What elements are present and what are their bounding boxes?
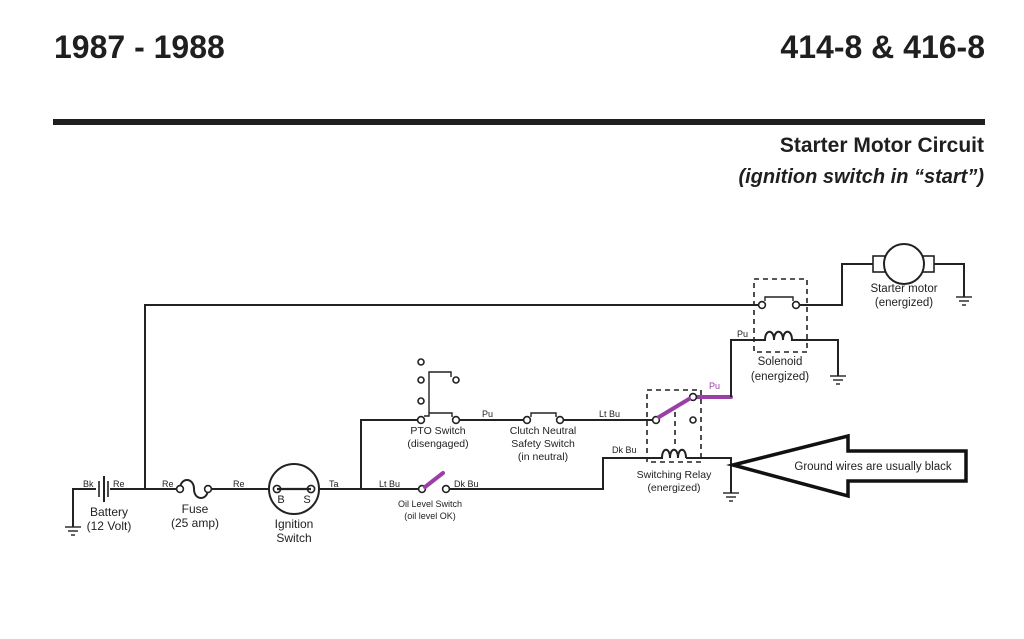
relay-label: Switching Relay	[637, 469, 712, 481]
wire-label-lt-bu-clutch: Lt Bu	[599, 409, 620, 419]
relay-terminal	[688, 392, 698, 402]
clutch-switch-label: Clutch Neutral	[510, 425, 577, 437]
wire-label-ta: Ta	[329, 479, 339, 489]
ground-icon	[830, 375, 846, 385]
model-numbers: 414-8 & 416-8	[780, 29, 985, 65]
pto-terminal	[452, 376, 460, 384]
wire-label-re: Re	[113, 479, 125, 489]
solenoid-housing	[753, 278, 808, 353]
ground-icon	[65, 526, 81, 536]
tan-pto-wire	[360, 419, 418, 489]
pto-switch-symbol	[416, 358, 461, 425]
pto-terminal	[417, 358, 425, 366]
clutch-terminal	[522, 415, 532, 425]
oil-switch-label: Oil Level Switch	[398, 499, 462, 509]
ignition-pin-s: S	[303, 494, 310, 506]
dark-blue-wire	[448, 457, 660, 490]
solenoid-ground-wire	[797, 339, 839, 376]
wire-label-bk: Bk	[83, 479, 94, 489]
ignition-label: Ignition	[275, 517, 314, 531]
clutch-terminal	[555, 415, 565, 425]
solenoid-terminal	[791, 300, 801, 310]
clutch-switch-spec: (in neutral)	[518, 451, 568, 463]
starter-motor-label: Starter motor	[870, 283, 937, 295]
fuse-symbol	[179, 479, 209, 499]
starter-motor-spec: (energized)	[875, 297, 933, 309]
solenoid-terminal	[757, 300, 767, 310]
solenoid-contact-closed	[764, 296, 794, 301]
ground-icon	[723, 492, 739, 502]
diagram-title: Starter Motor Circuit	[780, 134, 984, 157]
relay-contact-closed	[657, 397, 691, 419]
pto-switch-spec: (disengaged)	[407, 438, 468, 450]
wire-label-dk-bu: Dk Bu	[454, 479, 479, 489]
battery-spec: (12 Volt)	[87, 519, 132, 533]
oil-switch-contact-closed	[423, 471, 445, 489]
fuse-spec: (25 amp)	[171, 516, 219, 530]
battery-label: Battery	[90, 505, 128, 519]
fuse-terminal	[175, 484, 185, 494]
solenoid-motor-wire	[797, 263, 875, 306]
pto-terminal	[417, 376, 425, 384]
battery-ground-wire	[72, 488, 96, 527]
wire-label-re: Re	[162, 479, 174, 489]
clutch-switch-label-line2: Safety Switch	[511, 438, 575, 450]
ignition-label-line2: Switch	[276, 531, 311, 545]
wire-label-lt-bu: Lt Bu	[379, 479, 400, 489]
solenoid-label: Solenoid	[758, 356, 803, 368]
wire-label-pu-relay: Pu	[709, 381, 720, 391]
year-range: 1987 - 1988	[54, 29, 225, 65]
pto-contact-closed	[429, 412, 453, 417]
relay-housing	[646, 389, 702, 463]
callout-text: Ground wires are usually black	[794, 461, 951, 473]
wire-label-pu: Pu	[482, 409, 493, 419]
oil-switch-spec: (oil level OK)	[404, 511, 456, 521]
ground-icon	[956, 296, 972, 306]
solenoid-spec: (energized)	[751, 371, 809, 383]
starter-motor-icon	[872, 243, 935, 285]
relay-spec: (energized)	[647, 482, 700, 494]
wire-label-re: Re	[233, 479, 245, 489]
fuse-label: Fuse	[182, 502, 209, 516]
diagram-subtitle: (ignition switch in “start”)	[738, 166, 984, 188]
purple-solenoid-wire	[730, 339, 763, 397]
clutch-contact-closed	[530, 412, 557, 417]
wire-label-dk-bu-relay: Dk Bu	[612, 445, 637, 455]
wires	[72, 263, 965, 527]
ignition-pin-b: B	[277, 494, 284, 506]
header-rule	[53, 119, 985, 125]
callout-arrow	[726, 433, 968, 499]
pto-terminal	[416, 415, 426, 425]
clutch-switch-symbol	[522, 412, 565, 425]
wire-label-pu-solenoid: Pu	[737, 329, 748, 339]
motor-ground-wire	[934, 263, 965, 297]
main-battery-bus	[144, 304, 760, 489]
solenoid-coil-symbol	[763, 330, 797, 341]
fuse-terminal	[203, 484, 213, 494]
oil-switch-terminal	[441, 484, 451, 494]
pto-contact-open	[428, 371, 452, 383]
battery-symbol	[98, 476, 109, 502]
relay-terminal	[689, 416, 697, 424]
relay-coil-symbol	[660, 448, 687, 459]
pto-contact	[424, 410, 430, 417]
pto-switch-label: PTO Switch	[410, 425, 465, 437]
pto-terminal	[451, 415, 461, 425]
pto-terminal	[417, 397, 425, 405]
